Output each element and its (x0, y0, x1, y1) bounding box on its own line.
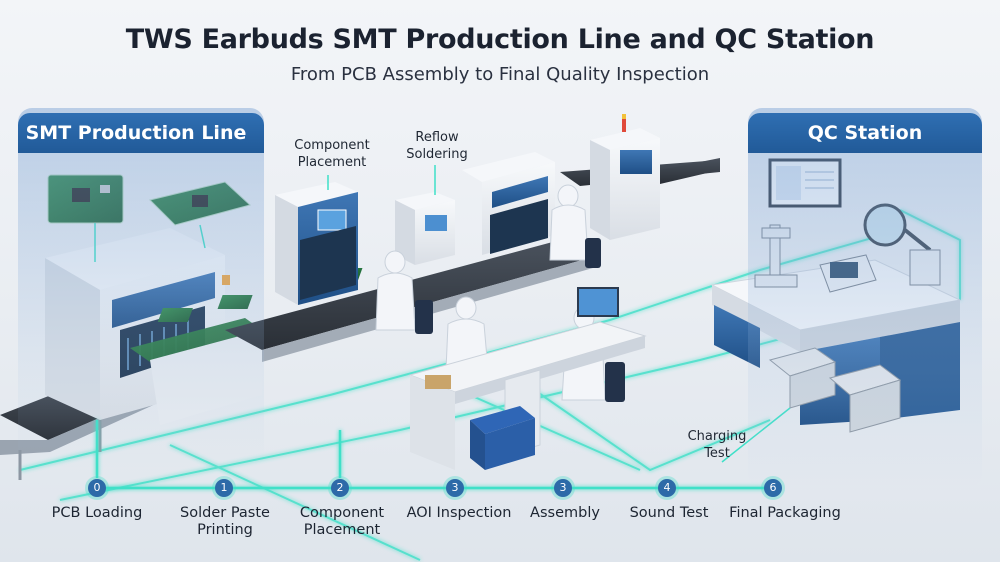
page-title: TWS Earbuds SMT Production Line and QC S… (125, 24, 875, 55)
step-label: Sound Test (624, 505, 714, 522)
step-label-line: Printing (197, 522, 253, 538)
callout-line: Test (704, 446, 730, 461)
step-label: PCB Loading (47, 505, 147, 522)
smt-panel (18, 108, 264, 468)
step-number: 6 (764, 479, 782, 497)
step-label: Solder Paste Printing (170, 505, 280, 539)
pcb-illustrations (47, 174, 252, 262)
callout-component-placement: Component Placement (292, 137, 372, 171)
callout-line: Charging (687, 429, 747, 444)
qc-panel (748, 108, 982, 488)
callout-line: Reflow (415, 130, 459, 145)
callout-line: Component (294, 138, 370, 153)
callout-charging-test: Charging Test (684, 428, 750, 462)
callout-line: Placement (297, 155, 367, 170)
step-label-line: PCB Loading (51, 505, 143, 521)
step-label-line: Placement (303, 522, 381, 538)
step-label-line: Final Packaging (729, 505, 841, 521)
microscope (754, 224, 798, 288)
step-label-line: Component (299, 505, 385, 521)
smt-panel-title: SMT Production Line (18, 113, 264, 153)
placement-machine (275, 175, 358, 305)
step-number: 3 (446, 479, 464, 497)
qc-monitor (768, 158, 842, 208)
step-number: 4 (658, 479, 676, 497)
test-instrument (819, 254, 877, 293)
callout-line: Soldering (406, 147, 468, 162)
callout-reflow-soldering: Reflow Soldering (402, 129, 472, 163)
reflow-oven (395, 152, 555, 265)
step-label-line: Solder Paste (180, 505, 270, 521)
inspection-magnifier (863, 203, 941, 286)
charging-test-cases (721, 347, 902, 463)
step-label-line: Sound Test (629, 505, 709, 521)
step-label: Assembly (520, 505, 610, 522)
step-label-line: Assembly (530, 505, 600, 521)
step-label: Component Placement (292, 505, 392, 539)
aoi-machine (590, 114, 720, 240)
step-number: 1 (215, 479, 233, 497)
step-number: 0 (88, 479, 106, 497)
worker-chairs (415, 238, 625, 402)
page-subtitle: From PCB Assembly to Final Quality Inspe… (290, 64, 710, 85)
step-number: 3 (554, 479, 572, 497)
qc-panel-title: QC Station (748, 113, 982, 153)
step-label-line: AOI Inspection (406, 505, 512, 521)
step-number: 2 (331, 479, 349, 497)
step-label: Final Packaging (725, 505, 845, 522)
step-label: AOI Inspection (404, 505, 514, 522)
solder-paste-printer (45, 228, 262, 425)
assembly-workbench (408, 287, 647, 470)
